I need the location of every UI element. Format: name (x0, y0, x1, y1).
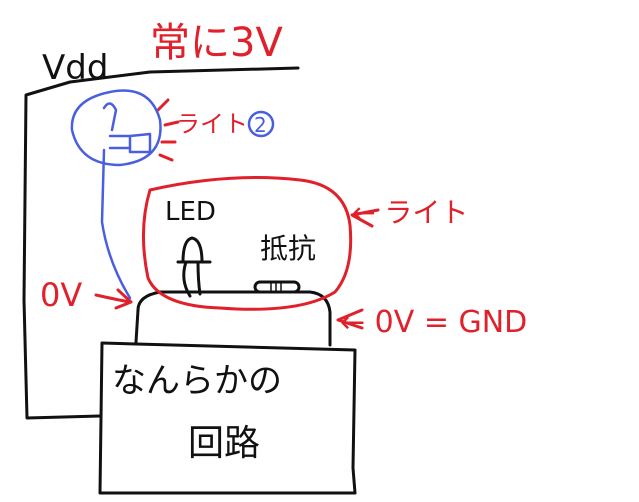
led-lead-left (182, 260, 192, 298)
light2-loop (70, 89, 162, 167)
light-enclosure (142, 176, 353, 311)
gnd-arrow (336, 308, 364, 330)
light-label: ← ライト (352, 196, 468, 229)
light2-number-circle (247, 110, 275, 138)
gnd-rail-left (134, 308, 140, 344)
light2-number: 2 (254, 113, 267, 137)
light2-wire (100, 148, 132, 300)
vdd-wire (22, 66, 300, 420)
led-symbol (181, 236, 204, 264)
zero-v-arrow (94, 288, 133, 310)
gnd-rail (136, 290, 332, 347)
led-lead-right (196, 260, 202, 296)
circuit-label-line2: 回路 (188, 423, 260, 464)
light-arrow (350, 208, 380, 228)
light2-led (128, 132, 152, 154)
light2-label: ライト (176, 110, 248, 138)
circuit-label-line1: なんらかの (112, 361, 282, 401)
resistor-label: 抵抗 (260, 232, 316, 265)
circuit-box (98, 341, 357, 495)
zero-v-gnd-label: ← 0V = GND (340, 305, 527, 340)
light2-rays (156, 98, 180, 162)
light2-led-inner (102, 102, 132, 150)
zero-v-left-label: 0V (40, 276, 82, 314)
always-3v-label: 常に3V (150, 20, 283, 66)
vdd-label: Vdd (42, 48, 108, 88)
resistor-symbol (253, 280, 301, 294)
led-label: LED (165, 197, 216, 227)
